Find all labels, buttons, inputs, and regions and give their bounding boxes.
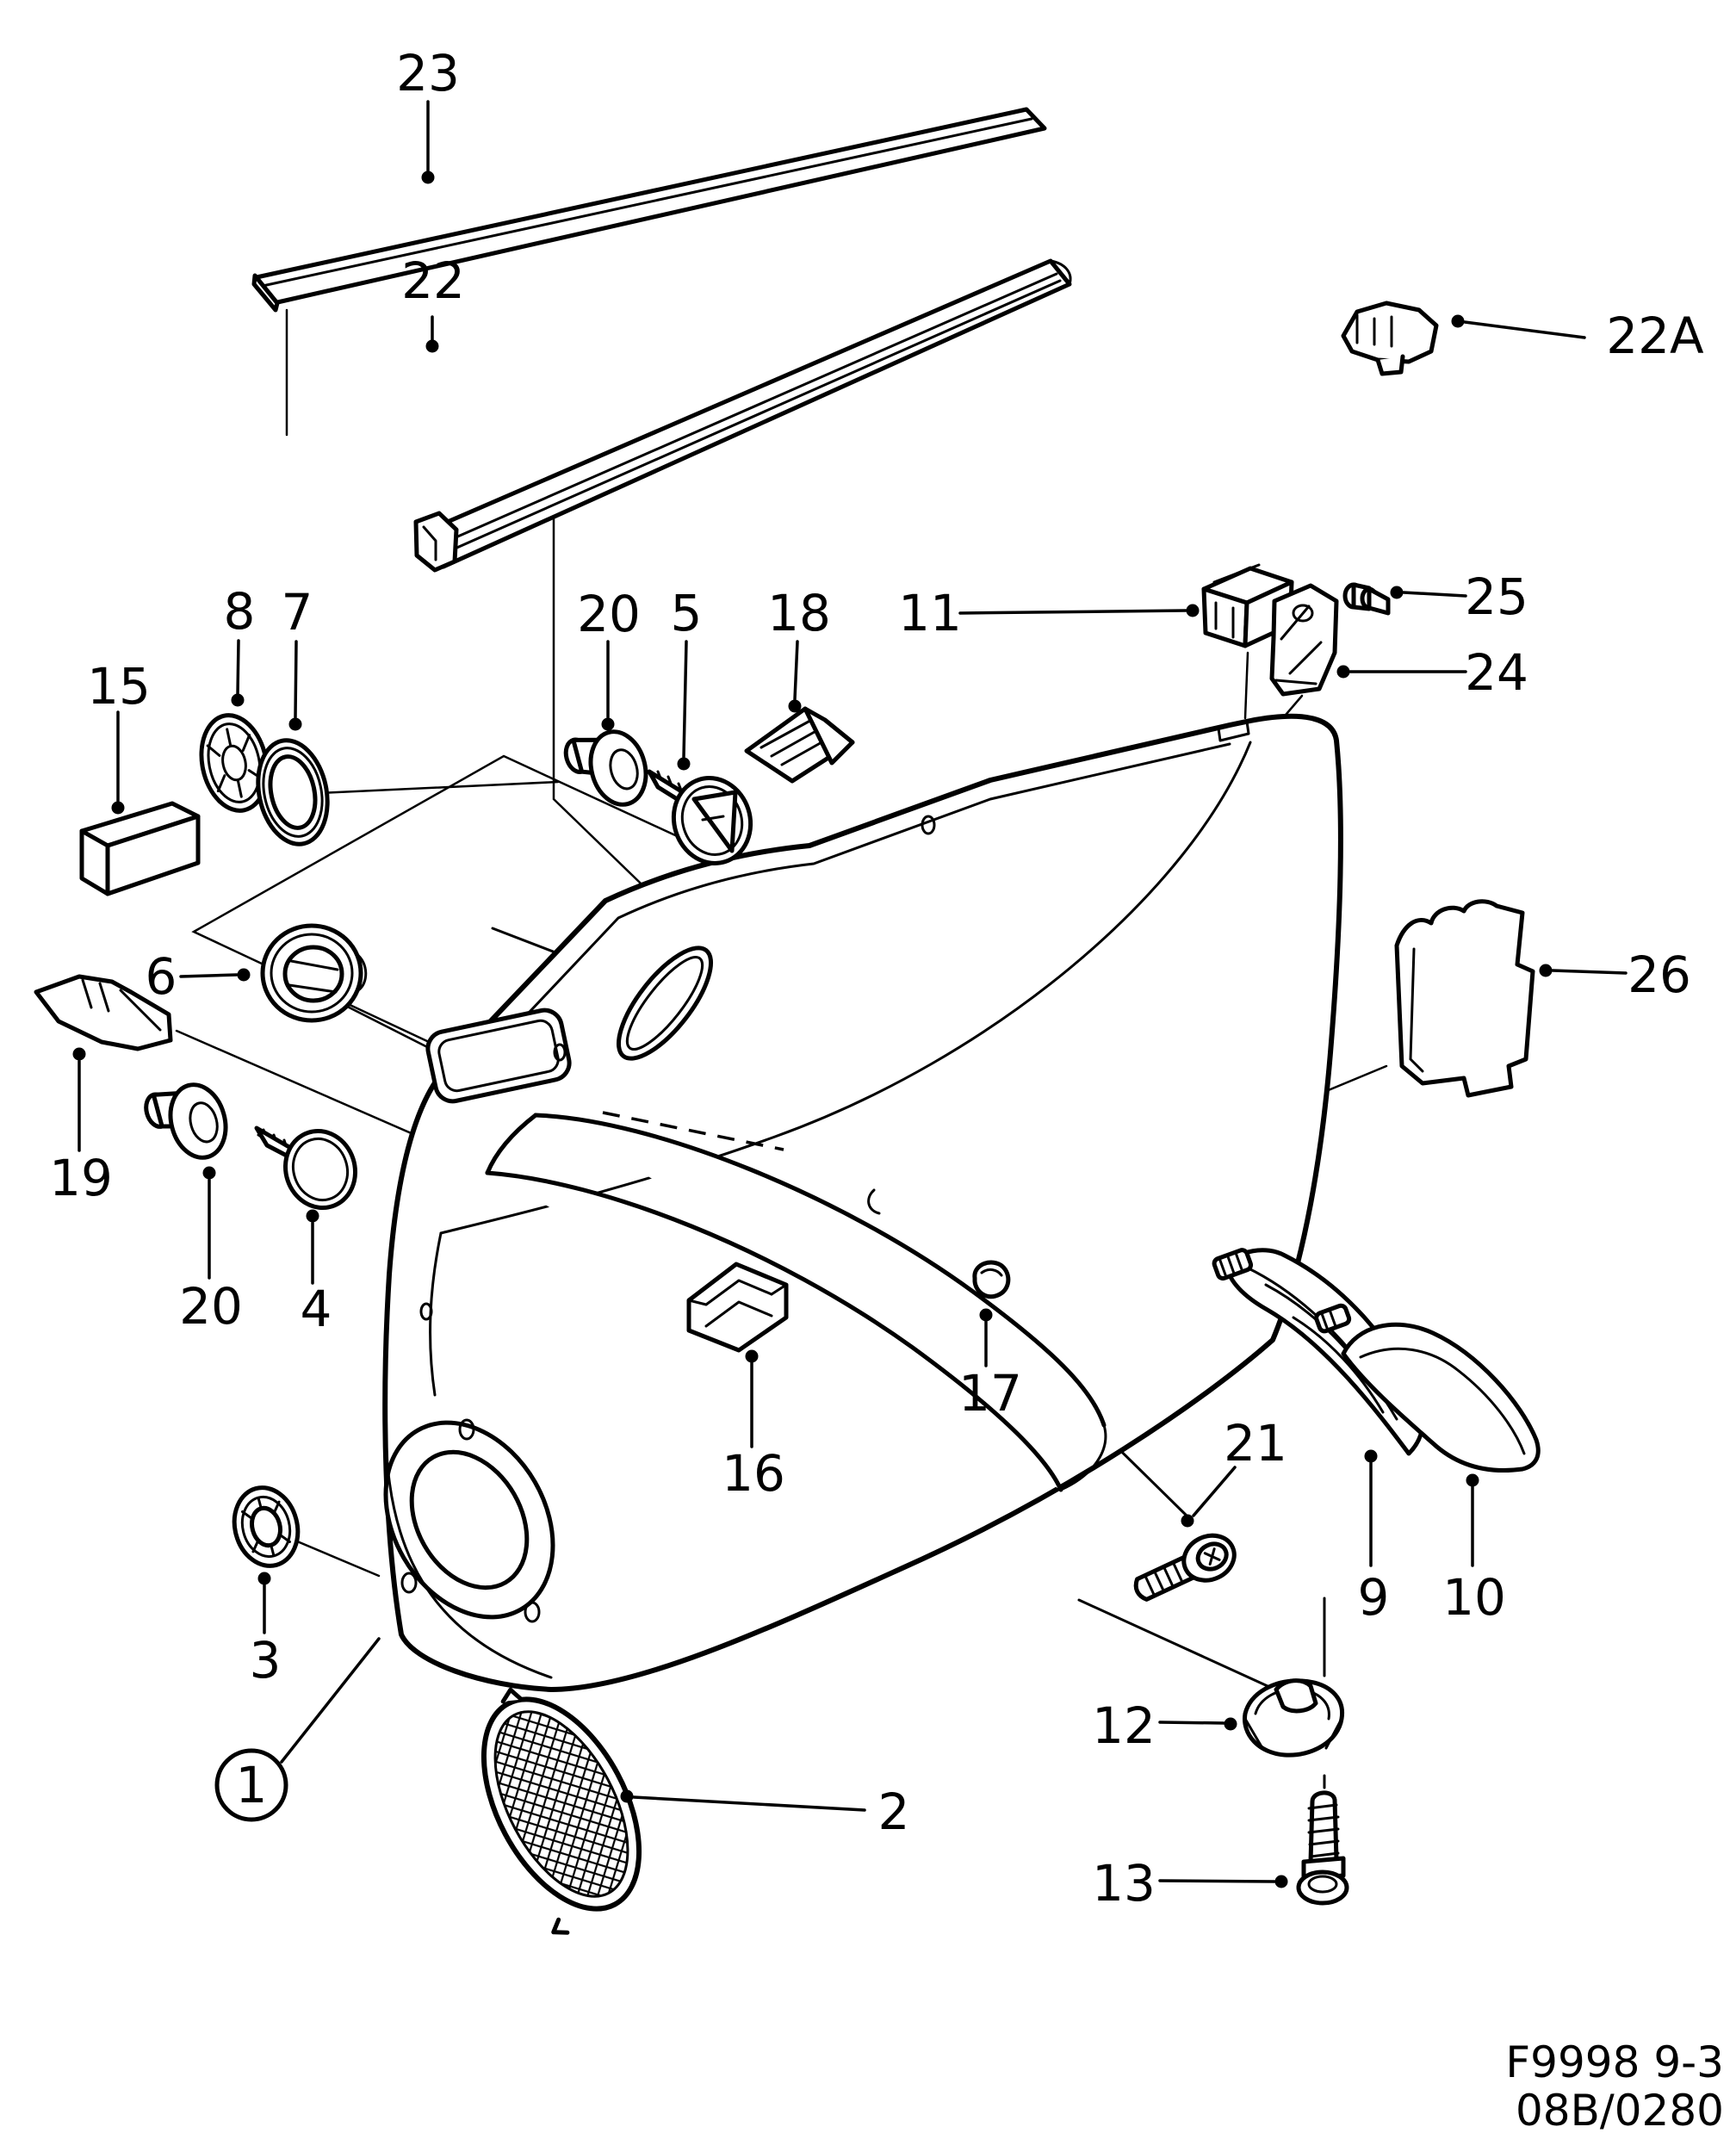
callout-18: 18 xyxy=(767,584,831,642)
callout-9: 9 xyxy=(1358,1568,1390,1627)
part-15-foam-block xyxy=(79,801,201,896)
callout-20-lower: 20 xyxy=(179,1277,243,1336)
part-23-outer-waist-seal xyxy=(251,107,1047,313)
part-8-lock-washer-disc xyxy=(199,713,270,813)
callout-20-upper: 20 xyxy=(577,585,641,643)
callout-12: 12 xyxy=(1092,1696,1156,1755)
callout-5: 5 xyxy=(671,584,703,642)
callout-3: 3 xyxy=(250,1631,282,1690)
part-20-lower-grommet xyxy=(144,1082,228,1160)
callout-1-circled: 1 xyxy=(214,1748,288,1822)
callout-7: 7 xyxy=(282,583,313,642)
part-3-grommet-ring xyxy=(232,1485,301,1568)
part-22a-seal-clip xyxy=(1341,301,1439,376)
callout-23: 23 xyxy=(396,44,460,102)
callout-11: 11 xyxy=(898,584,962,642)
part-17-clip xyxy=(972,1260,1011,1299)
leader-lines xyxy=(72,100,1628,1888)
part-18-wedge-clip xyxy=(744,706,855,784)
callout-25: 25 xyxy=(1465,567,1528,626)
callout-21: 21 xyxy=(1224,1414,1287,1473)
part-21-screw xyxy=(1133,1533,1237,1602)
callout-16: 16 xyxy=(722,1444,785,1503)
part-1-door-trim-panel xyxy=(382,713,1343,1692)
callout-22: 22 xyxy=(401,251,465,310)
callout-1: 1 xyxy=(236,1756,268,1814)
part-20-upper-grommet xyxy=(563,729,648,807)
callout-13: 13 xyxy=(1092,1854,1156,1913)
footer-figure-code: F9998 9-3 xyxy=(1505,2037,1724,2087)
callout-10: 10 xyxy=(1442,1568,1506,1627)
part-7-grommet-ring xyxy=(256,738,330,846)
part-6-large-grommet xyxy=(260,923,368,1023)
callout-17: 17 xyxy=(958,1364,1022,1423)
callout-2: 2 xyxy=(878,1783,910,1841)
part-4-screw-grommet xyxy=(254,1125,358,1211)
part-16-bracket xyxy=(686,1262,789,1353)
callout-6: 6 xyxy=(146,947,177,1006)
part-10-pull-handle xyxy=(1341,1322,1541,1473)
part-24-bracket xyxy=(1269,583,1339,697)
part-5-screw-grommet xyxy=(647,769,753,865)
footer-reference: 08B/0280 xyxy=(1516,2086,1724,2133)
part-19-expander-clip xyxy=(34,974,173,1051)
callout-4: 4 xyxy=(301,1280,332,1338)
part-12-u-clip xyxy=(1243,1678,1345,1758)
callout-8: 8 xyxy=(224,582,256,641)
callout-19: 19 xyxy=(49,1149,113,1207)
part-26-cover-plate xyxy=(1394,899,1535,1098)
callout-labels: 23 22 22A 15 8 7 20 5 18 11 25 24 26 6 1… xyxy=(49,44,1704,1913)
footer: F9998 9-3 08B/0280 xyxy=(1505,2037,1724,2133)
part-2-speaker-grille xyxy=(480,1687,642,1935)
part-13-screw xyxy=(1296,1790,1349,1906)
part-22-inner-waist-seal xyxy=(413,258,1072,573)
part-25-pin xyxy=(1342,582,1391,616)
callout-15: 15 xyxy=(87,657,151,716)
callout-26: 26 xyxy=(1628,946,1691,1004)
callout-22a: 22A xyxy=(1606,307,1704,365)
callout-24: 24 xyxy=(1465,643,1528,702)
